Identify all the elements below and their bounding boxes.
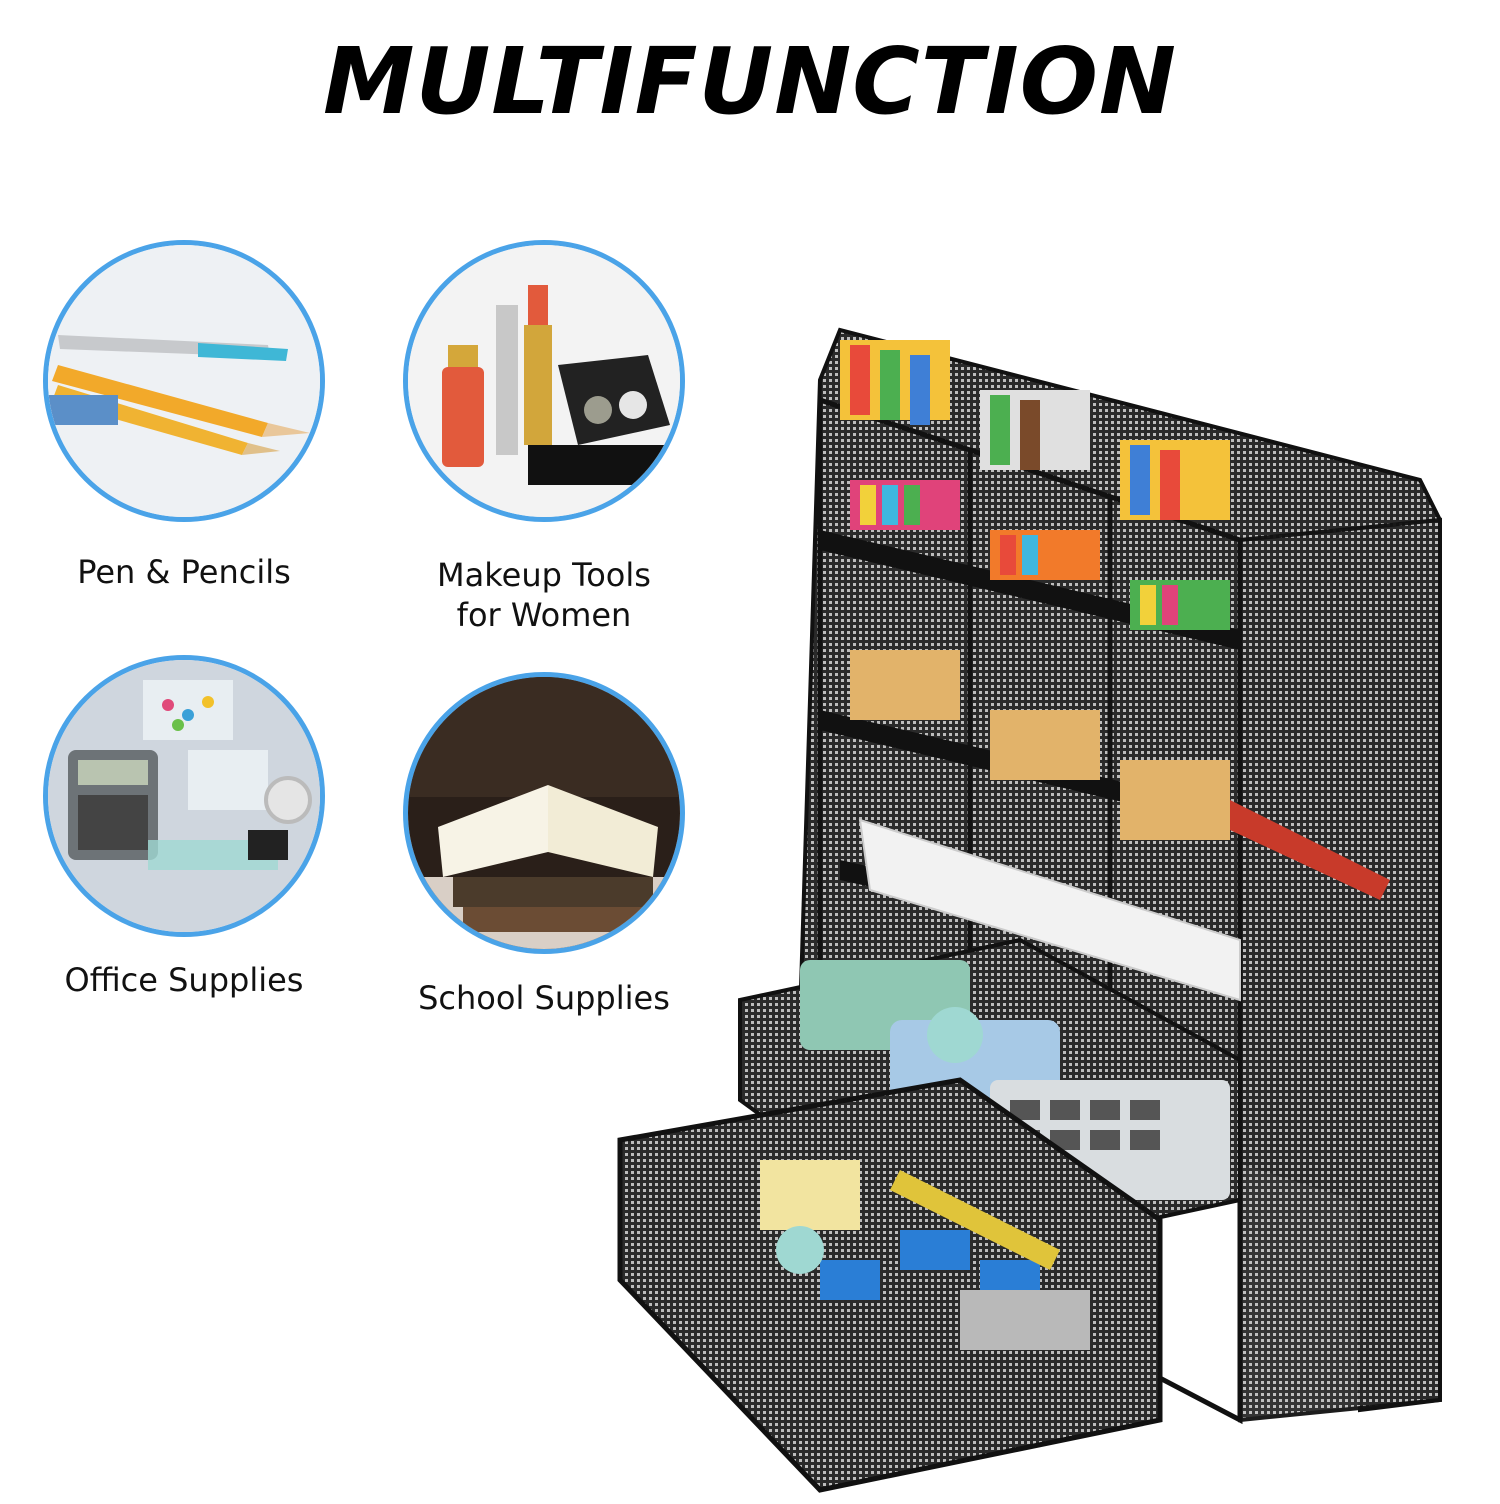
headline: MULTIFUNCTION	[323, 28, 1177, 135]
caption-pen-pencils: Pen & Pencils	[77, 553, 291, 591]
caption-makeup-line1: Makeup Tools	[437, 556, 651, 594]
caption-makeup: Makeup Tools for Women	[403, 555, 685, 635]
mesh-desk-organizer-photo	[600, 300, 1480, 1500]
pens-pencils-photo	[43, 240, 325, 522]
makeup-photo	[403, 240, 685, 522]
caption-makeup-line2: for Women	[456, 596, 632, 634]
caption-school-supplies: School Supplies	[418, 979, 670, 1017]
office-supplies-photo	[43, 655, 325, 937]
caption-office-supplies: Office Supplies	[64, 961, 304, 999]
open-book-photo	[403, 672, 685, 954]
